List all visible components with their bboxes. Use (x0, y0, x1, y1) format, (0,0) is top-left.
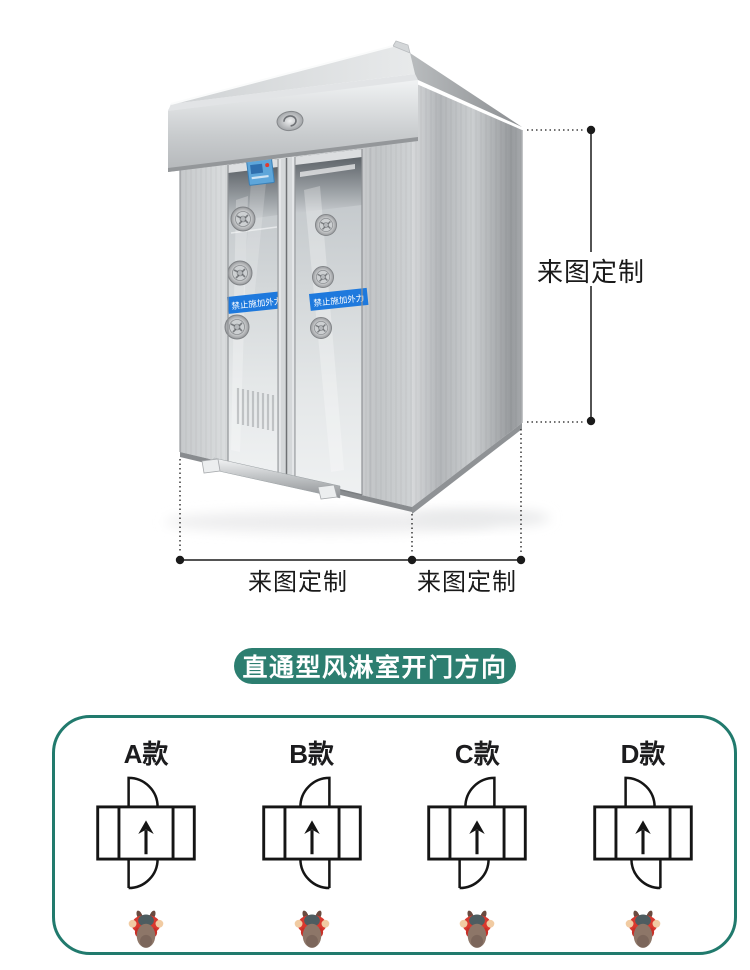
entry-door-swing (298, 776, 331, 807)
person-top-view-icon (128, 910, 164, 948)
glass-door-left (228, 159, 278, 475)
depth-dimension-label: 来图定制 (417, 569, 517, 596)
walk-direction-arrow-icon (635, 820, 651, 855)
door-warning-label-left: 禁止施加外力 (227, 290, 287, 314)
door-swing-diagram (593, 776, 693, 890)
machine-shadow (165, 509, 550, 533)
exit-door-swing (630, 859, 662, 890)
door-option: D款 (568, 718, 718, 952)
door-option: A款 (71, 718, 221, 952)
section-title: 直通型风淋室开门方向 (242, 654, 508, 682)
logo-badge-icon (276, 110, 304, 132)
door-option: C款 (402, 718, 552, 952)
control-panel (246, 158, 275, 186)
door-warning-label-right: 禁止施加外力 (309, 287, 369, 311)
air-shower-product-image: 禁止施加外力 禁止施加外力 (165, 40, 645, 596)
door-option-label: C款 (454, 739, 500, 769)
door-option-label: B款 (289, 739, 335, 769)
machine-roof (168, 40, 522, 127)
section-title-badge: 直通型风淋室开门方向 (234, 648, 516, 684)
door-foot (201, 458, 221, 474)
walk-direction-arrow-icon (303, 820, 320, 855)
width-depth-dimension-line: 来图定制 来图定制 (175, 429, 526, 596)
person-top-view-icon (294, 910, 329, 948)
door-swing-diagram (96, 776, 196, 890)
door-foot (317, 484, 338, 500)
height-dimension-label: 来图定制 (537, 257, 645, 287)
glass-doors: 禁止施加外力 禁止施加外力 (201, 148, 371, 500)
exit-door-swing (127, 859, 159, 890)
entry-door-swing (464, 776, 496, 807)
door-option-label: A款 (123, 739, 169, 769)
door-option-label: D款 (620, 739, 666, 769)
exit-door-swing (298, 859, 331, 890)
walk-direction-arrow-icon (138, 820, 154, 855)
door-option: B款 (237, 718, 387, 952)
door-swing-diagram (427, 776, 528, 890)
entry-door-swing (127, 776, 159, 807)
height-dimension-line: 来图定制 (527, 125, 645, 426)
door-swing-diagram (261, 776, 362, 890)
entry-door-swing (624, 776, 656, 807)
door-options-card: A款 (52, 715, 737, 955)
width-dimension-label: 来图定制 (248, 569, 348, 596)
walk-direction-arrow-icon (469, 820, 486, 855)
person-top-view-icon (625, 910, 661, 948)
person-top-view-icon (460, 910, 495, 948)
exit-door-swing (458, 859, 491, 890)
